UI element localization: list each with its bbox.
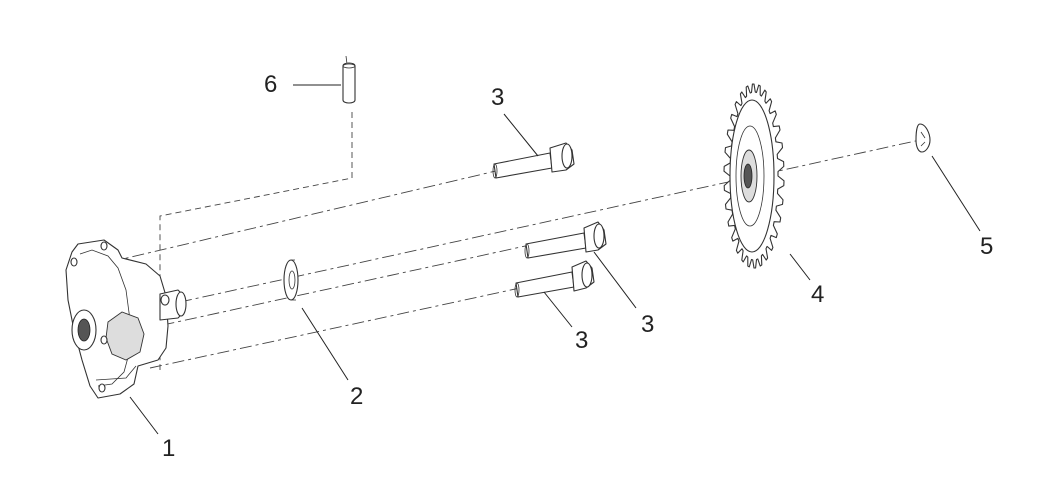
callout-2: 2 <box>350 383 363 410</box>
cap-screw-top-tip <box>492 163 498 179</box>
cap-screw-middle-tip <box>524 243 530 259</box>
leader-3b <box>593 251 637 309</box>
pump-body-bolt-hole-2 <box>100 241 108 251</box>
washer-part <box>283 259 299 301</box>
axis-dowel-pin <box>159 112 353 370</box>
pump-body-part <box>65 239 187 399</box>
retaining-clip-gap <box>920 131 926 147</box>
leader-4 <box>789 253 811 281</box>
pump-body-pin-hole <box>160 294 170 306</box>
cap-screw-top-shank <box>493 152 553 179</box>
callout-3-middle: 3 <box>641 311 654 338</box>
cap-screw-middle-head-face <box>593 223 605 249</box>
axis-bolt-middle <box>139 244 531 331</box>
cap-screw-middle-shank <box>525 232 587 259</box>
callout-labels: 1 2 3 3 3 4 5 6 <box>162 71 993 462</box>
cap-screw-bottom <box>514 260 595 298</box>
axis-bolt-bottom <box>149 287 521 369</box>
callout-6: 6 <box>264 71 277 98</box>
pump-body-bolt-hole-1 <box>70 257 78 267</box>
leader-2 <box>301 307 349 381</box>
washer-inner <box>288 270 296 290</box>
leader-3a <box>503 113 539 157</box>
leader-3c <box>543 291 573 328</box>
cap-screw-bottom-head-face <box>581 262 593 288</box>
dowel-pin-body <box>342 62 356 104</box>
drive-gear-part <box>723 83 785 269</box>
washer-outer <box>283 259 299 301</box>
pump-body-bore-inner <box>77 318 91 342</box>
axis-shaft <box>179 139 921 303</box>
cap-screw-top-head-face <box>561 143 573 169</box>
callout-5: 5 <box>980 233 993 260</box>
cap-screw-middle <box>524 221 607 259</box>
callout-1: 1 <box>162 435 175 462</box>
callout-3-top: 3 <box>491 84 504 111</box>
dowel-pin-top-end <box>342 63 356 69</box>
cap-screw-bottom-tip <box>514 282 520 298</box>
retaining-clip-part <box>915 123 931 153</box>
callout-4: 4 <box>811 281 824 308</box>
drive-gear-bore <box>743 163 753 189</box>
pump-body-flange-edge <box>79 249 131 387</box>
pump-body-shaft-end <box>175 291 187 317</box>
pump-body-boss <box>105 311 145 361</box>
axis-bolt-top <box>109 169 501 263</box>
leader-lines <box>129 84 981 435</box>
cap-screw-top <box>492 142 575 179</box>
assembly-axes <box>109 112 921 370</box>
callout-3-bottom: 3 <box>575 327 588 354</box>
washer-thickness <box>291 259 296 301</box>
leader-5 <box>931 155 981 232</box>
drive-gear-web <box>735 125 765 227</box>
retaining-clip-body <box>915 123 931 153</box>
dowel-pin-part <box>342 55 356 104</box>
leader-1 <box>129 396 159 435</box>
pump-body-bolt-hole-4 <box>100 335 108 345</box>
pump-body-rim-lower <box>95 365 137 381</box>
pump-body-bolt-hole-3 <box>98 383 106 393</box>
